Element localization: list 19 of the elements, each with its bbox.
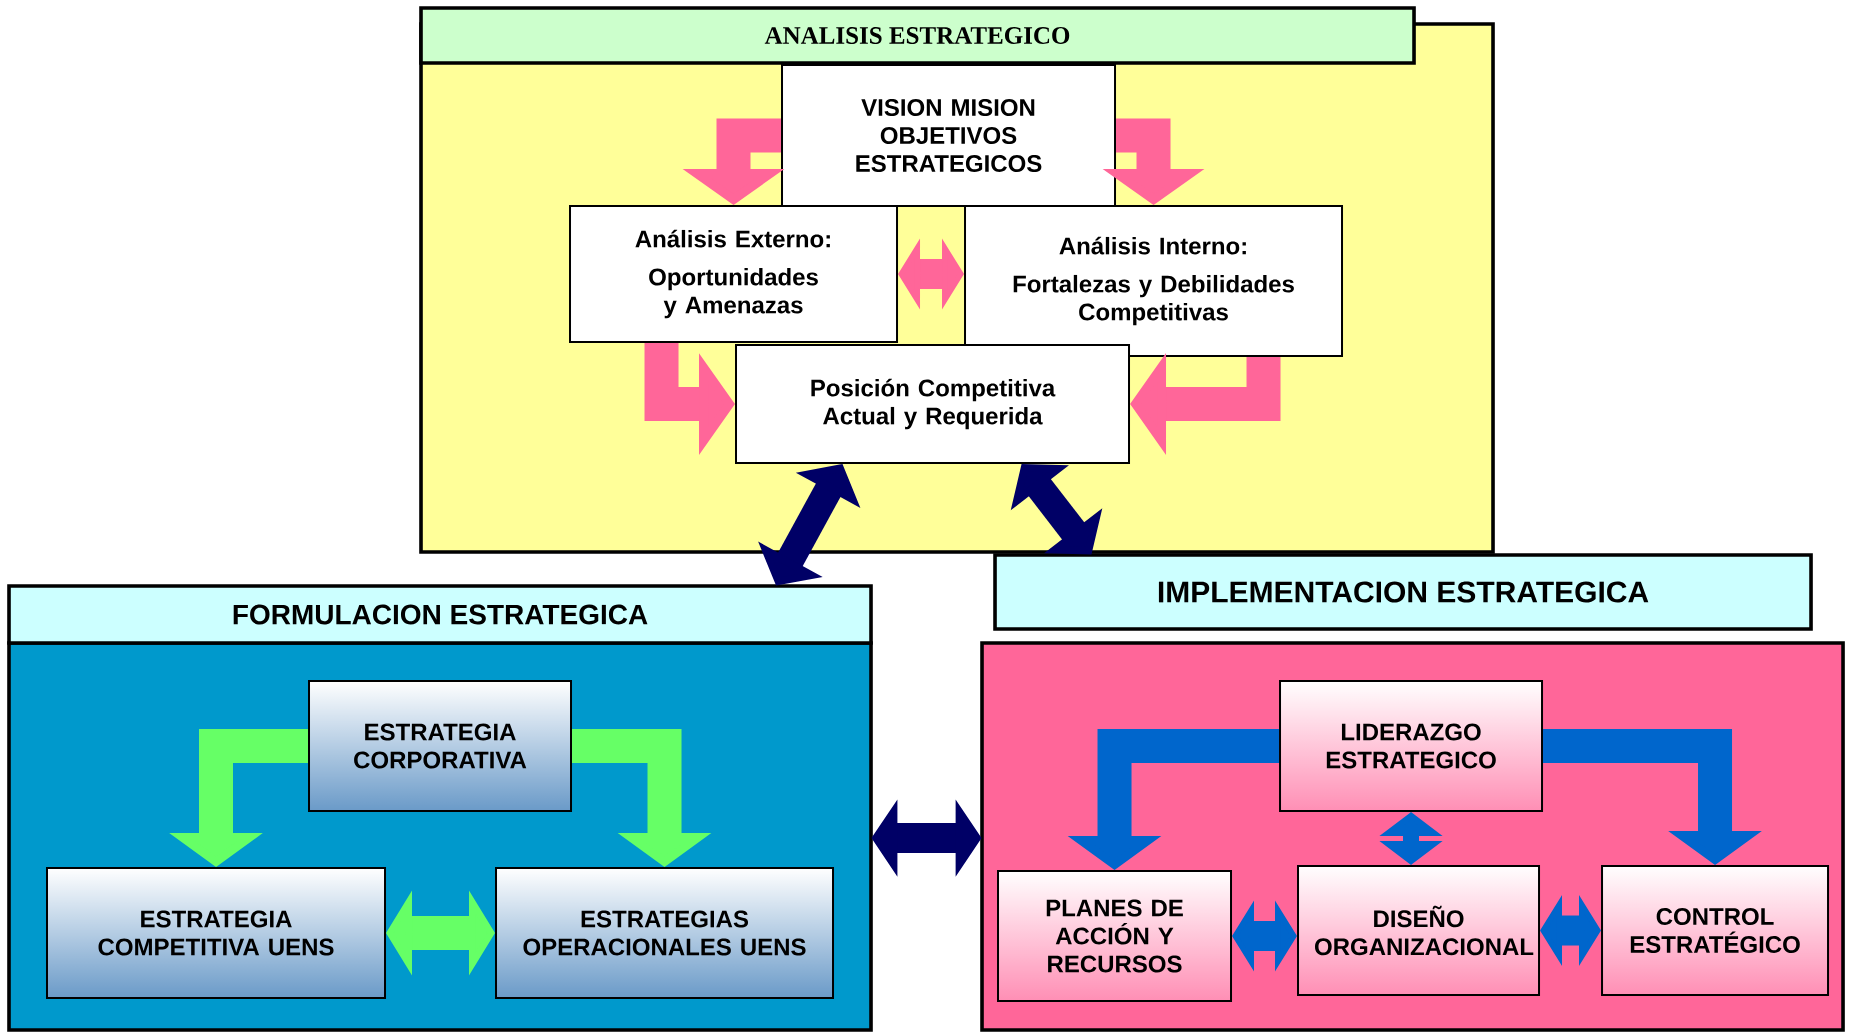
text-box: VISION MISION OBJETIVOS ESTRATEGICOS xyxy=(781,64,1116,207)
text-box: PLANES DE ACCIÓN Y RECURSOS xyxy=(997,870,1232,1002)
text-box: Análisis Externo: Oportunidades y Amenazas xyxy=(569,205,898,343)
block-arrow xyxy=(386,890,495,976)
block-arrow xyxy=(1379,812,1443,865)
node-label: IMPLEMENTACION ESTRATEGICA xyxy=(1158,581,1649,603)
text-box: Posición Competitiva Actual y Requerida xyxy=(735,344,1130,464)
block-arrow xyxy=(1232,900,1297,972)
text-box: CONTROL ESTRATÉGICO xyxy=(1601,865,1830,996)
text-box: LIDERAZGO ESTRATEGICO xyxy=(1279,680,1543,812)
text-box: Análisis Interno: Fortalezas y Debilidades Competitivas xyxy=(964,205,1343,357)
node-label: FORMULACION ESTRATEGICA xyxy=(233,604,648,625)
text-box: ESTRATEGIA COMPETITIVA UENS xyxy=(46,867,386,999)
block-arrow xyxy=(1010,464,1103,555)
text-box: ESTRATEGIAS OPERACIONALES UENS xyxy=(495,867,834,999)
text-box: DISEÑO ORGANIZACIONAL xyxy=(1297,865,1541,996)
text-box: ESTRATEGIA CORPORATIVA xyxy=(308,680,572,812)
block-arrow xyxy=(898,238,964,310)
block-arrow xyxy=(1540,895,1601,966)
